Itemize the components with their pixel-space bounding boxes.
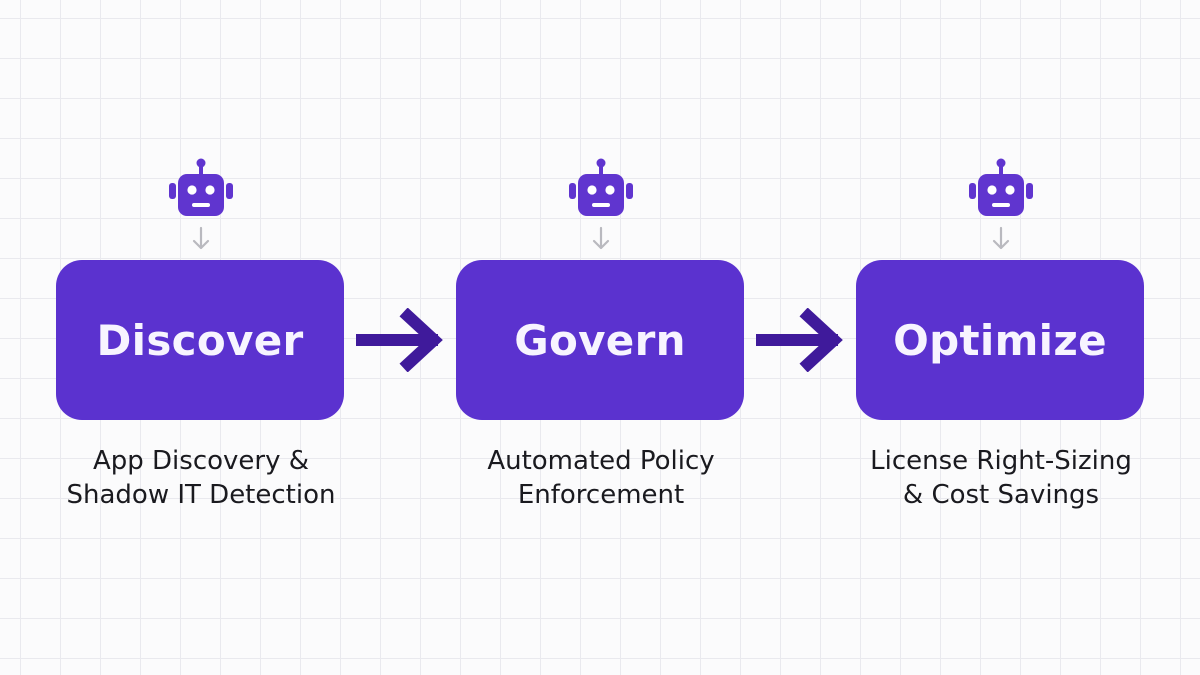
down-arrow-icon	[192, 226, 210, 250]
stage-govern: Govern Automated Policy Enforcement	[456, 0, 746, 520]
step-box-discover[interactable]: Discover	[56, 260, 344, 420]
robot-icon	[569, 158, 633, 216]
step-description-line: Automated Policy	[487, 446, 715, 476]
step-description: App Discovery & Shadow IT Detection	[36, 444, 366, 512]
step-description-line: Shadow IT Detection	[66, 480, 336, 510]
step-description: License Right-Sizing & Cost Savings	[836, 444, 1166, 512]
step-box-optimize[interactable]: Optimize	[856, 260, 1144, 420]
step-description-line: App Discovery &	[92, 446, 310, 476]
right-arrow-icon	[756, 308, 843, 372]
stage-optimize: Optimize License Right-Sizing & Cost Sav…	[856, 0, 1146, 520]
robot-icon	[969, 158, 1033, 216]
step-description-line: & Cost Savings	[902, 480, 1100, 510]
step-box-govern[interactable]: Govern	[456, 260, 744, 420]
stage-discover: Discover App Discovery & Shadow IT Detec…	[56, 0, 346, 520]
step-title: Discover	[96, 315, 304, 365]
step-description-line: License Right-Sizing	[870, 446, 1132, 476]
robot-icon	[169, 158, 233, 216]
right-arrow-icon	[356, 308, 443, 372]
step-description: Automated Policy Enforcement	[436, 444, 766, 512]
step-title: Optimize	[893, 315, 1107, 365]
down-arrow-icon	[992, 226, 1010, 250]
step-title: Govern	[514, 315, 686, 365]
step-description-line: Enforcement	[517, 480, 685, 510]
down-arrow-icon	[592, 226, 610, 250]
